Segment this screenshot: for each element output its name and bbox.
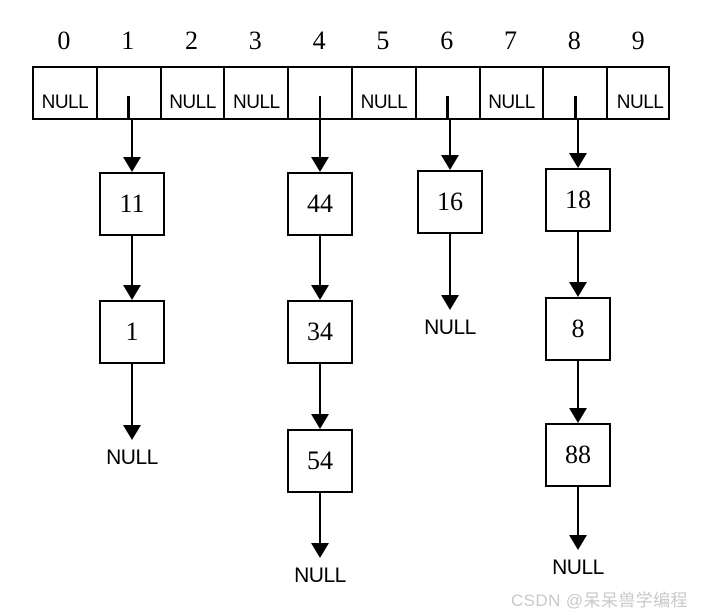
array-index-label: 8 bbox=[567, 26, 581, 55]
array-bucket-5[interactable]: NULL bbox=[353, 68, 417, 118]
chain-8-connector-2 bbox=[558, 361, 598, 423]
array-bucket-4[interactable] bbox=[289, 68, 353, 118]
chain-4-connector-1 bbox=[300, 236, 340, 300]
chain-node[interactable]: 16 bbox=[417, 170, 483, 234]
arrowhead-icon bbox=[123, 157, 141, 172]
chain-node[interactable]: 88 bbox=[545, 423, 611, 487]
array-index-label: 4 bbox=[312, 26, 326, 55]
array-bucket-3[interactable]: NULL bbox=[225, 68, 290, 118]
chain-node-value: 18 bbox=[565, 185, 591, 214]
arrowhead-icon bbox=[123, 285, 141, 300]
connector-line bbox=[448, 120, 452, 157]
connector-line bbox=[130, 236, 134, 287]
arrowhead-icon bbox=[441, 295, 459, 310]
arrowhead-icon bbox=[123, 425, 141, 440]
array-bucket-2[interactable]: NULL bbox=[162, 68, 226, 118]
bucket-pointer-tick bbox=[127, 96, 130, 118]
chain-node-value: 1 bbox=[125, 317, 139, 346]
array-bucket-9[interactable]: NULL bbox=[608, 68, 672, 118]
bucket-null-label: NULL bbox=[616, 92, 664, 113]
chain-node[interactable]: 54 bbox=[287, 429, 353, 493]
bucket-pointer-tick bbox=[446, 96, 449, 118]
arrowhead-icon bbox=[311, 543, 329, 558]
chain-8-terminal-connector bbox=[558, 487, 598, 550]
chain-node[interactable]: 1 bbox=[99, 300, 165, 364]
chain-8-connector-1 bbox=[558, 232, 598, 297]
chain-4-terminal-connector bbox=[300, 493, 340, 558]
chain-terminal-null: NULL bbox=[424, 316, 476, 339]
connector-line bbox=[576, 361, 580, 410]
chain-node-value: 34 bbox=[307, 317, 333, 346]
array-bucket-1[interactable] bbox=[98, 68, 162, 118]
chain-8-connector-0 bbox=[558, 120, 598, 168]
array-bucket-0[interactable]: NULL bbox=[34, 68, 98, 118]
chain-terminal-null: NULL bbox=[294, 564, 346, 587]
connector-line bbox=[318, 236, 322, 287]
array-bucket-6[interactable] bbox=[417, 68, 481, 118]
chain-terminal-null: NULL bbox=[552, 556, 604, 579]
connector-line bbox=[576, 232, 580, 284]
arrowhead-icon bbox=[311, 157, 329, 172]
chain-node[interactable]: 44 bbox=[287, 172, 353, 236]
chain-6-terminal-connector bbox=[430, 234, 470, 310]
array-index-label: 7 bbox=[504, 26, 517, 55]
connector-line bbox=[318, 364, 322, 416]
bucket-pointer-tick bbox=[318, 96, 322, 118]
array-index-label: 2 bbox=[185, 26, 198, 55]
arrowhead-icon bbox=[569, 408, 587, 423]
array-index-label: 0 bbox=[57, 26, 71, 55]
array-index-label: 1 bbox=[121, 26, 135, 55]
csdn-watermark: CSDN @呆呆兽学编程 bbox=[511, 591, 688, 609]
array-index-label: 3 bbox=[248, 26, 262, 55]
chain-node-value: 8 bbox=[571, 314, 585, 343]
bucket-pointer-tick bbox=[574, 96, 577, 118]
chain-node[interactable]: 18 bbox=[545, 168, 611, 232]
chain-node-value: 54 bbox=[307, 446, 333, 475]
arrowhead-icon bbox=[569, 153, 587, 168]
array-index-label: 6 bbox=[440, 26, 454, 55]
array-bucket-7[interactable]: NULL bbox=[481, 68, 545, 118]
arrowhead-icon bbox=[441, 155, 459, 170]
connector-line bbox=[318, 493, 322, 545]
arrowhead-icon bbox=[569, 535, 587, 550]
bucket-null-label: NULL bbox=[360, 92, 408, 113]
connector-line bbox=[576, 120, 580, 155]
chain-node[interactable]: 11 bbox=[99, 172, 165, 236]
chain-1-connector-1 bbox=[112, 236, 152, 300]
chain-node-value: 44 bbox=[307, 189, 333, 218]
connector-line bbox=[448, 234, 452, 297]
chain-node-value: 16 bbox=[437, 187, 463, 216]
chain-4-connector-2 bbox=[300, 364, 340, 429]
array-index-label: 5 bbox=[376, 26, 390, 55]
chain-node-value: 88 bbox=[565, 440, 591, 469]
bucket-null-label: NULL bbox=[488, 92, 535, 113]
connector-line bbox=[130, 364, 134, 427]
arrowhead-icon bbox=[569, 282, 587, 297]
hash-bucket-array: NULL NULL NULL NULL NULL NULL bbox=[32, 66, 670, 120]
chain-node-value: 11 bbox=[119, 189, 145, 218]
arrowhead-icon bbox=[311, 414, 329, 429]
chain-terminal-null: NULL bbox=[106, 446, 158, 469]
chain-4-connector-0 bbox=[300, 120, 340, 172]
bucket-null-label: NULL bbox=[169, 92, 216, 113]
chain-1-connector-0 bbox=[112, 120, 152, 172]
arrowhead-icon bbox=[311, 285, 329, 300]
connector-line bbox=[576, 487, 580, 537]
array-index-label: 9 bbox=[631, 26, 645, 55]
chain-node[interactable]: 34 bbox=[287, 300, 353, 364]
connector-line bbox=[318, 120, 322, 159]
chain-node[interactable]: 8 bbox=[545, 297, 611, 361]
connector-line bbox=[130, 120, 134, 159]
array-bucket-8[interactable] bbox=[544, 68, 609, 118]
bucket-null-label: NULL bbox=[41, 92, 89, 113]
chain-1-terminal-connector bbox=[112, 364, 152, 440]
chain-6-connector-0 bbox=[430, 120, 470, 170]
bucket-null-label: NULL bbox=[233, 92, 280, 113]
